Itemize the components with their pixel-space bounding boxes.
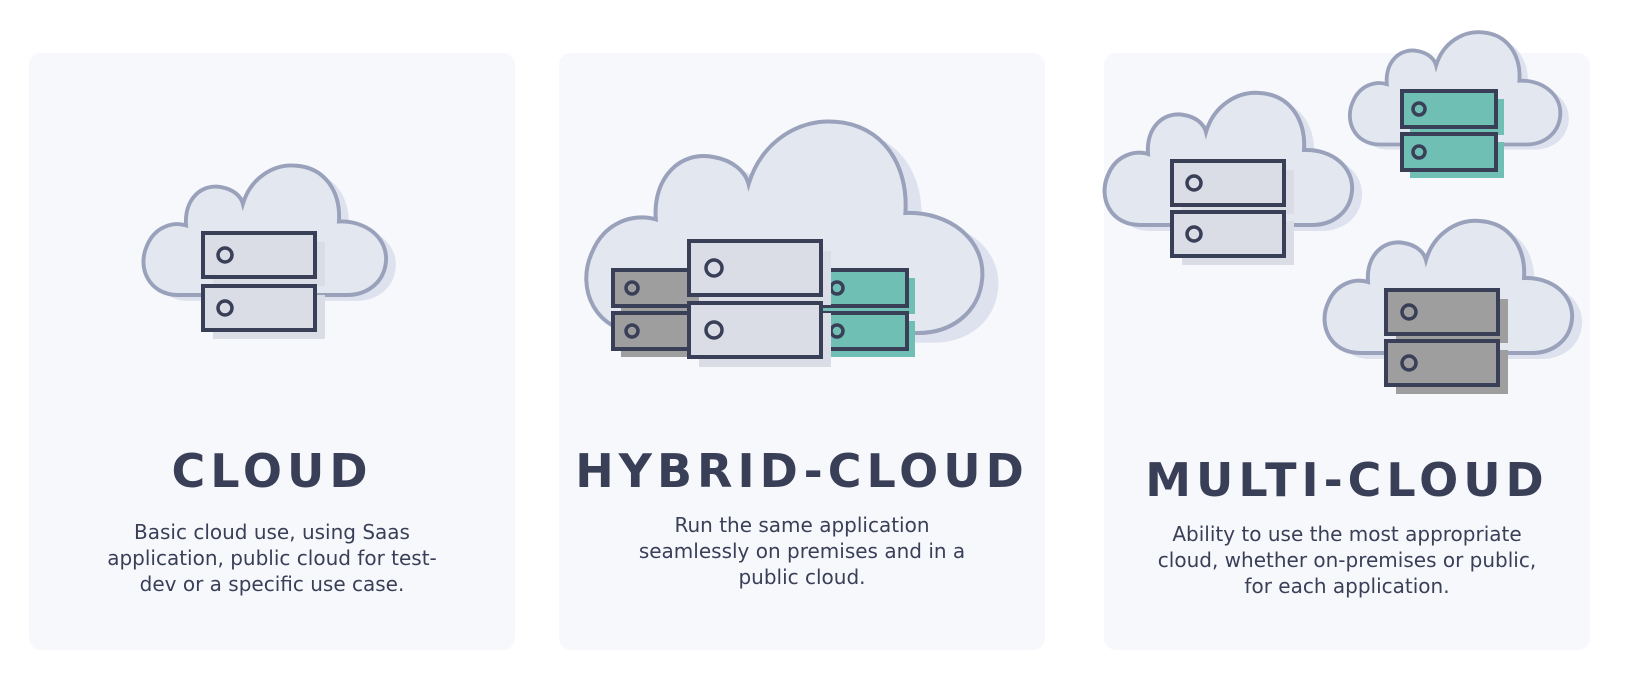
cloud-illustration xyxy=(141,163,396,339)
public-server-icon xyxy=(1400,89,1504,178)
server-icon xyxy=(201,231,325,339)
card-description: Basic cloud use, using Saas application,… xyxy=(107,520,437,596)
server-icon xyxy=(687,239,831,367)
server-icon xyxy=(1170,159,1294,265)
card-description: Run the same application seamlessly on p… xyxy=(638,513,966,589)
card-cloud: CLOUD Basic cloud use, using Saas applic… xyxy=(29,53,515,650)
private-server-icon xyxy=(1384,288,1508,394)
card-title: HYBRID-CLOUD xyxy=(575,444,1029,498)
hybrid-cloud-illustration xyxy=(559,53,999,367)
multi-cloud-illustration xyxy=(1102,30,1583,394)
card-hybrid-cloud: HYBRID-CLOUD Run the same application se… xyxy=(559,53,1045,650)
card-multi-cloud: MULTI-CLOUD Ability to use the most appr… xyxy=(1102,30,1590,650)
card-description: Ability to use the most appropriate clou… xyxy=(1157,522,1537,598)
card-title: MULTI-CLOUD xyxy=(1145,453,1549,507)
card-title: CLOUD xyxy=(171,444,373,498)
